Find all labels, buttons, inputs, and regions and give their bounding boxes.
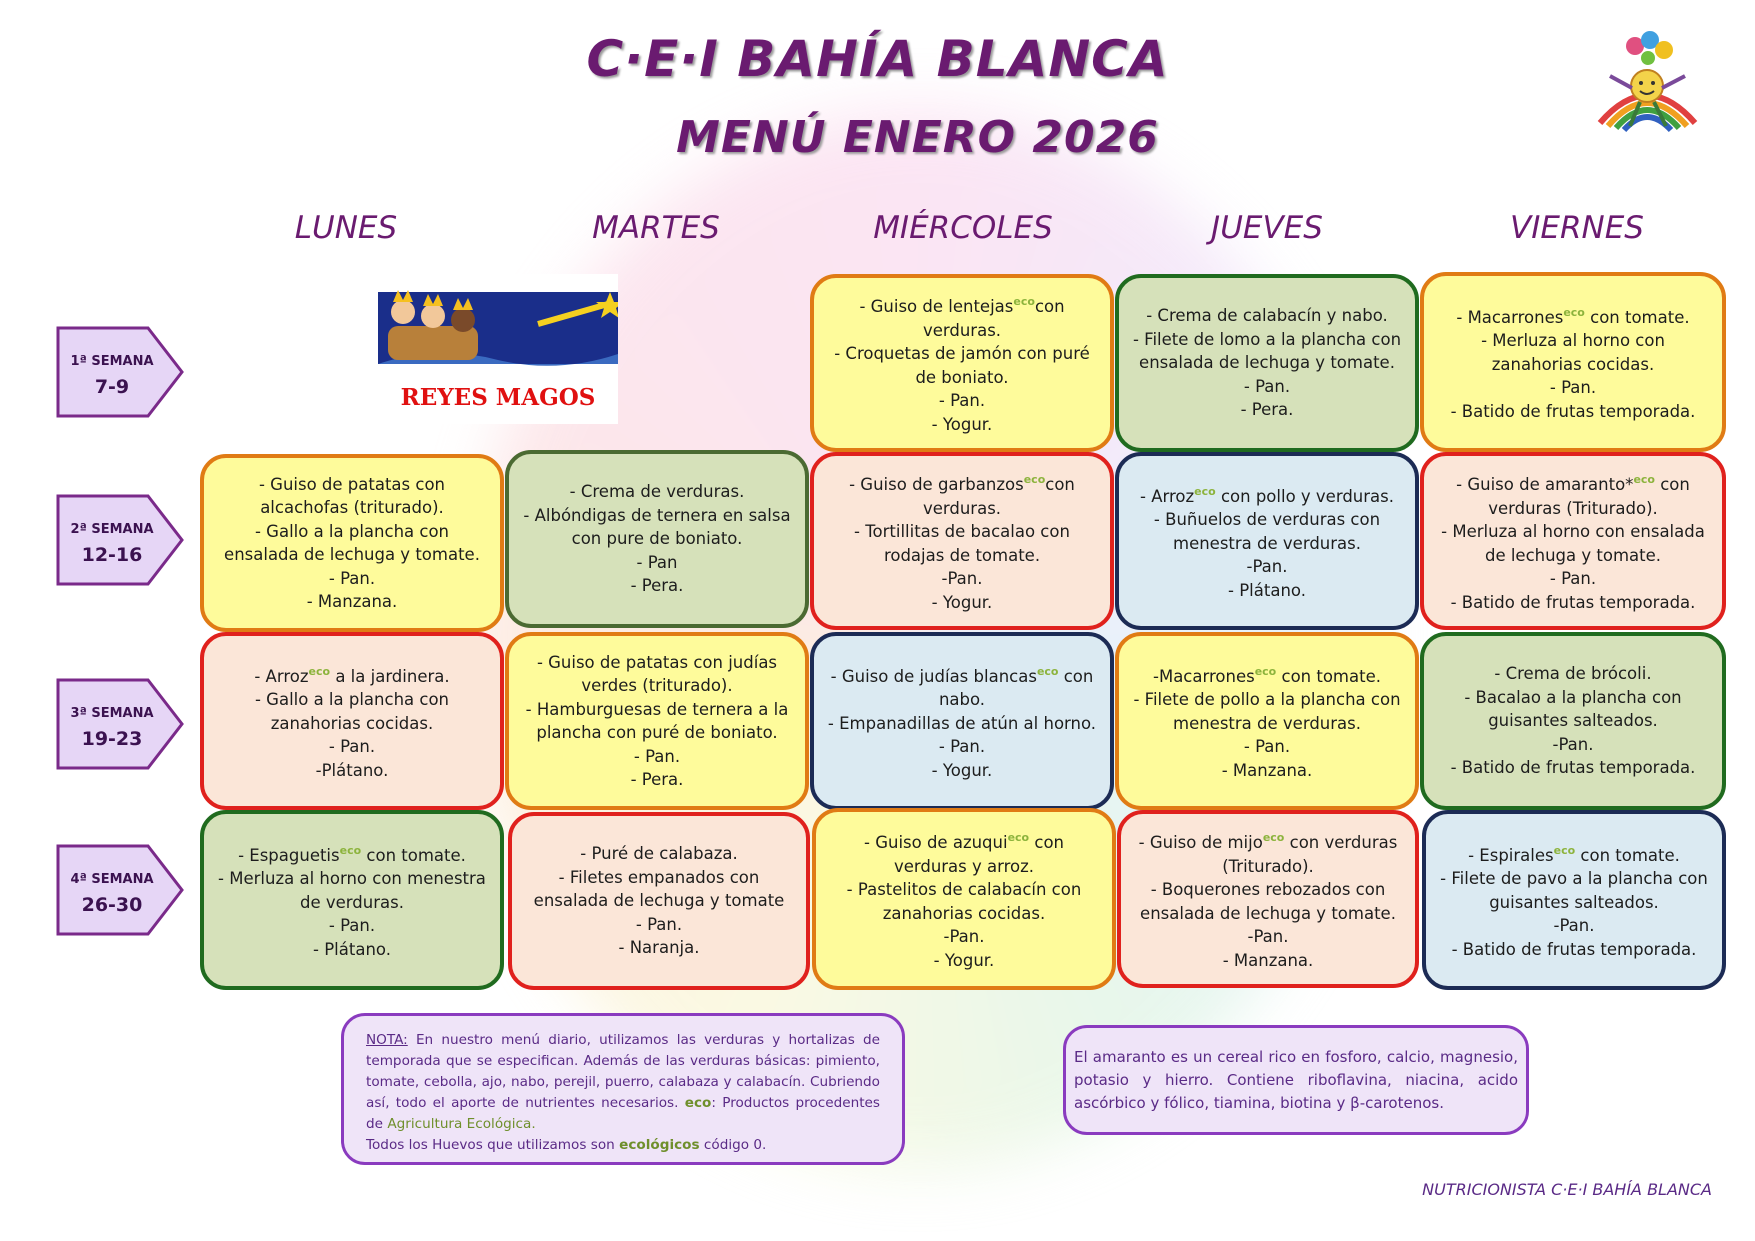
week-label-3: 3ª SEMANA 19-23 [56, 678, 186, 770]
day-header-martes: MARTES [592, 210, 720, 246]
school-logo-icon [1597, 31, 1698, 133]
menu-cell-w1-jueves: - Crema de calabacín y nabo. - Filete de… [1115, 274, 1419, 452]
amaranto-note: El amaranto es un cereal rico en fosforo… [1063, 1025, 1529, 1135]
day-header-miercoles: MIÉRCOLES [873, 210, 1053, 246]
menu-cell-w4-martes: - Puré de calabaza. - Filetes empanados … [508, 812, 810, 990]
menu-cell-w4-jueves: - Guiso de mijoeco con verduras (Tritura… [1117, 810, 1419, 988]
menu-title: MENÚ ENERO 2026 [676, 112, 1159, 163]
menu-cell-w3-viernes: - Crema de brócoli. - Bacalao a la planc… [1420, 632, 1726, 810]
menu-cell-w2-martes: - Crema de verduras. - Albóndigas de ter… [505, 450, 809, 628]
week-label-1: 1ª SEMANA 7-9 [56, 326, 186, 418]
menu-cell-w3-jueves: -Macarroneseco con tomate. - Filete de p… [1115, 632, 1419, 810]
day-header-jueves: JUEVES [1211, 210, 1323, 246]
menu-cell-w3-miercoles: - Guiso de judías blancaseco con nabo. -… [810, 632, 1114, 810]
menu-cell-w2-jueves: - Arrozeco con pollo y verduras. - Buñue… [1115, 452, 1419, 630]
holiday-label: REYES MAGOS [400, 384, 596, 411]
footer-credit: NUTRICIONISTA C·E·I BAHÍA BLANCA [1422, 1180, 1712, 1199]
menu-cell-w3-martes: - Guiso de patatas con judías verdes (tr… [505, 632, 809, 810]
nutrition-note: NOTA: En nuestro menú diario, utilizamos… [341, 1013, 905, 1165]
menu-cell-w4-viernes: - Espiraleseco con tomate. - Filete de p… [1422, 810, 1726, 990]
menu-cell-w1-viernes: - Macarroneseco con tomate. - Merluza al… [1420, 272, 1726, 452]
week-label-4: 4ª SEMANA 26-30 [56, 844, 186, 936]
menu-cell-w2-lunes: - Guiso de patatas con alcachofas (tritu… [200, 454, 504, 632]
menu-cell-w3-lunes: - Arrozeco a la jardinera. - Gallo a la … [200, 632, 504, 810]
day-header-viernes: VIERNES [1510, 210, 1644, 246]
menu-cell-w2-viernes: - Guiso de amaranto*eco con verduras (Tr… [1420, 452, 1726, 630]
school-title: C·E·I BAHÍA BLANCA [586, 30, 1169, 88]
menu-cell-w4-lunes: - Espaguetiseco con tomate. - Merluza al… [200, 810, 504, 990]
day-header-lunes: LUNES [294, 210, 398, 246]
reyes-magos-illustration [378, 274, 618, 424]
menu-cell-w4-miercoles: - Guiso de azuquieco con verduras y arro… [812, 808, 1116, 990]
week-label-2: 2ª SEMANA 12-16 [56, 494, 186, 586]
menu-cell-w1-miercoles: - Guiso de lentejasecocon verduras. - Cr… [810, 274, 1114, 452]
menu-cell-w2-miercoles: - Guiso de garbanzosecocon verduras. - T… [810, 452, 1114, 630]
